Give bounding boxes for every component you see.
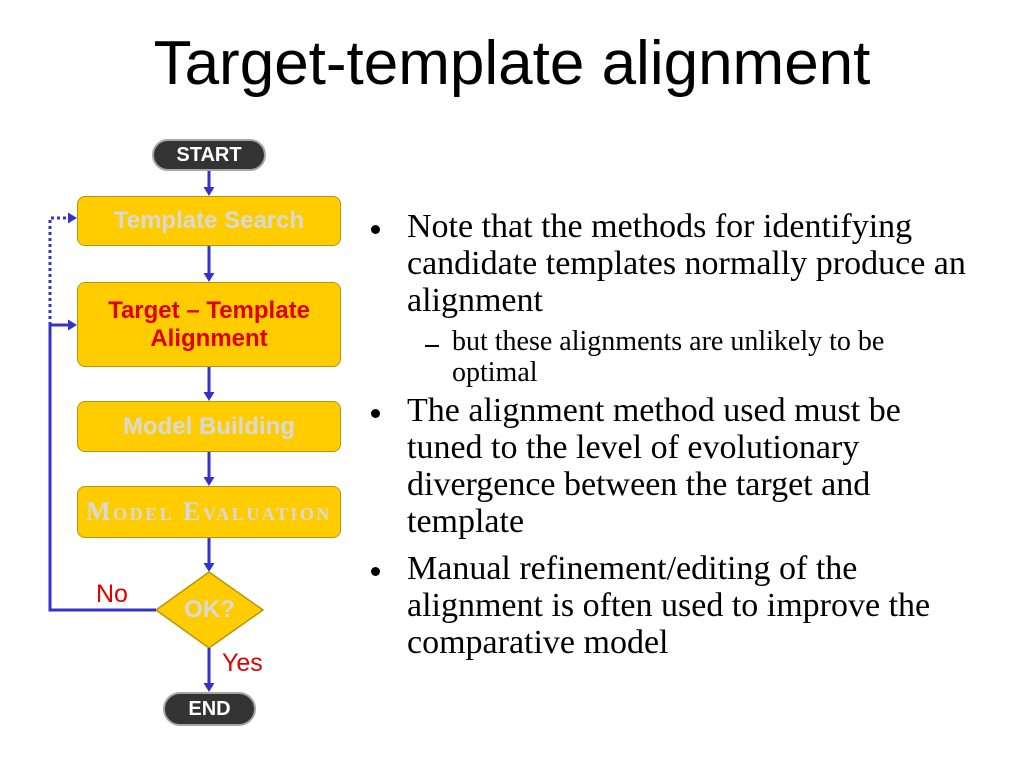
end-terminal: END [163, 692, 256, 726]
slide-title: Target-template alignment [153, 29, 871, 98]
decision-label: OK? [184, 596, 235, 623]
branch-label-yes: Yes [222, 649, 263, 677]
sub-bullet-text: but these alignments are unlikely to be … [452, 326, 885, 388]
connector-layer [48, 171, 265, 692]
step-target-template-alignment: Target – Template Alignment [77, 282, 341, 367]
loop-no-to-alignment-arrow [48, 319, 156, 612]
start-terminal: START [152, 139, 266, 171]
bullet-marker [371, 567, 380, 576]
bullet-marker [371, 225, 380, 234]
bullet-marker [371, 409, 380, 418]
arrow-alignment-to-model-building [203, 367, 215, 401]
arrow-model-building-to-evaluation [203, 452, 215, 486]
bullet-item: The alignment method used must be tuned … [366, 392, 975, 540]
branch-label-no: No [96, 580, 128, 608]
step-model-building: Model Building [77, 401, 341, 452]
arrow-start-to-template-search [203, 171, 215, 196]
bullet-item: Note that the methods for identifying ca… [366, 208, 975, 319]
bullet-item: Manual refinement/editing of the alignme… [366, 550, 975, 661]
step-template-search: Template Search [77, 196, 341, 246]
step-model-evaluation: Model Evaluation [77, 486, 341, 538]
arrow-template-search-to-alignment [203, 246, 215, 282]
sub-bullet-item: but these alignments are unlikely to be … [424, 326, 975, 388]
arrow-evaluation-to-decision [203, 538, 215, 572]
bullet-text: Manual refinement/editing of the alignme… [407, 550, 931, 661]
arrow-decision-yes-to-end [203, 648, 215, 692]
loop-dotted-to-template-search-arrow [48, 212, 77, 325]
sub-bullet-marker [425, 345, 439, 347]
bullet-text: Note that the methods for identifying ca… [407, 208, 966, 319]
bullet-text: The alignment method used must be tuned … [407, 392, 901, 540]
